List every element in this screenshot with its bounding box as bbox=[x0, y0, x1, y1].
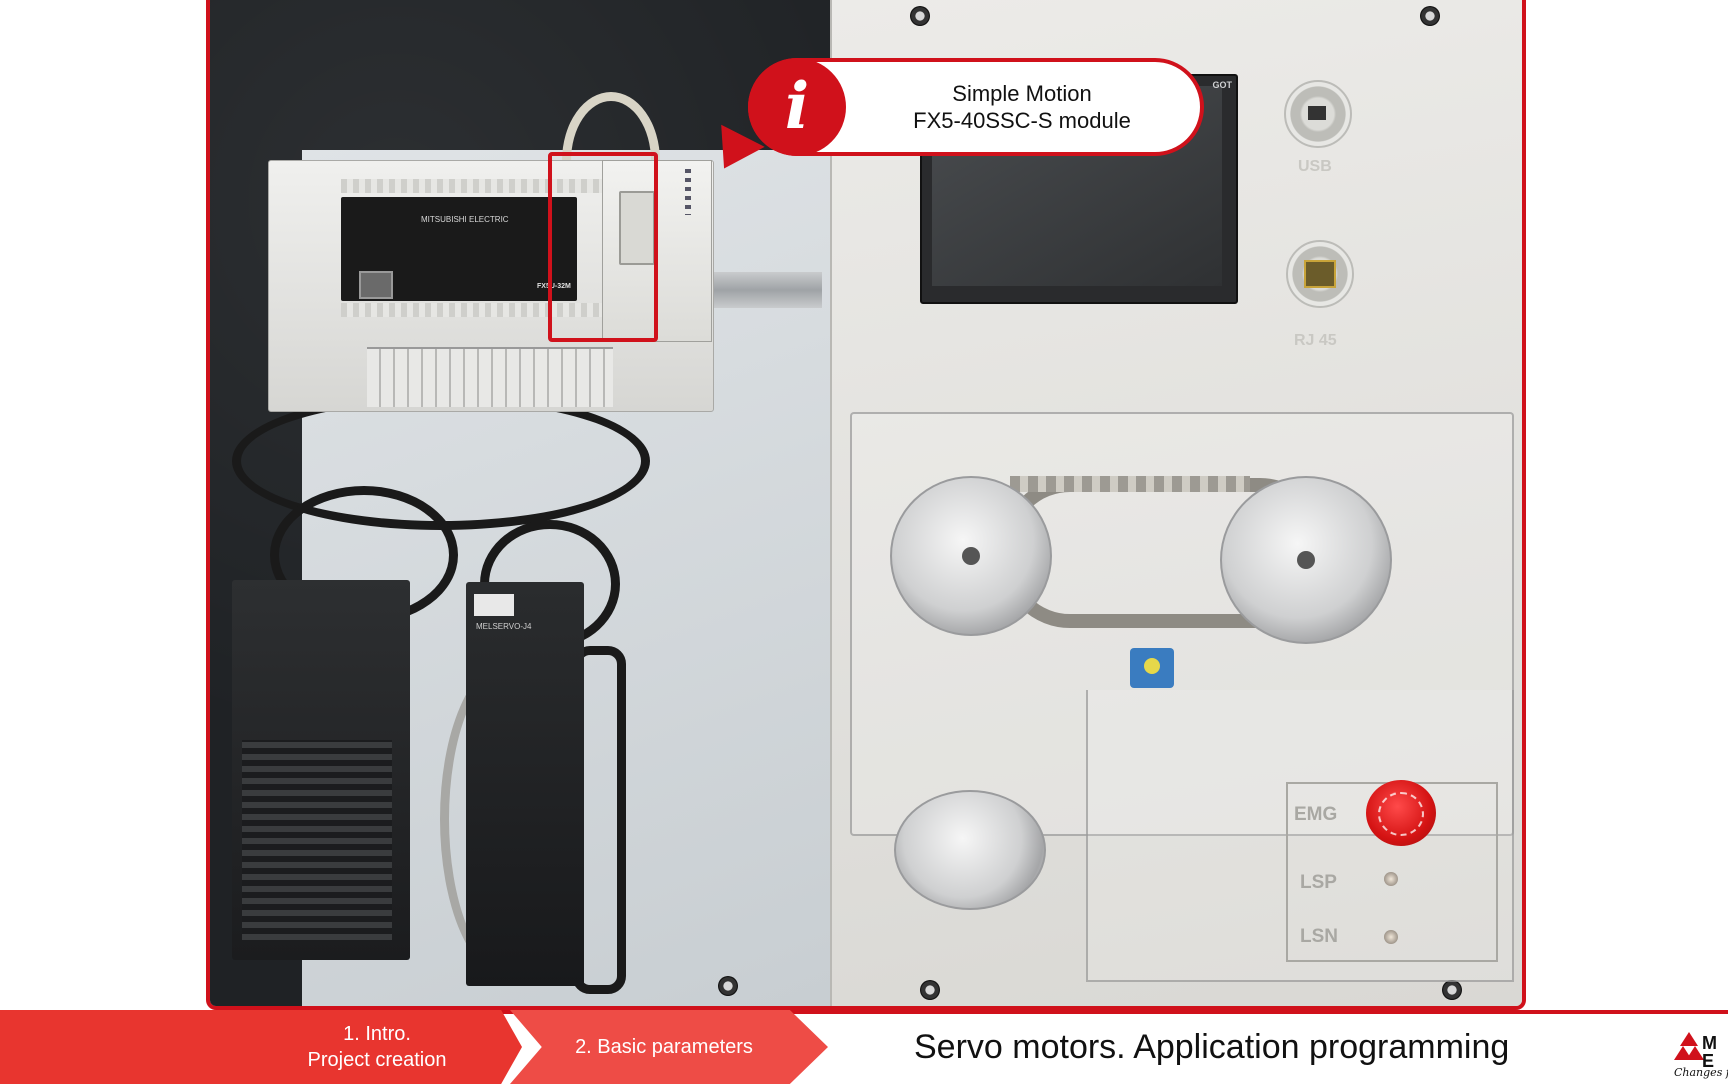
proximity-sensor bbox=[1130, 648, 1174, 688]
module-highlight-frame bbox=[548, 152, 658, 342]
info-callout: i Simple Motion FX5-40SSC-S module bbox=[748, 58, 1204, 156]
course-title: Servo motors. Application programming bbox=[914, 1028, 1510, 1066]
logo-text: M E bbox=[1702, 1034, 1717, 1070]
pulley-hub bbox=[962, 547, 980, 565]
screw bbox=[1442, 980, 1462, 1000]
hmi-brand: GOT bbox=[1212, 80, 1233, 90]
screw bbox=[910, 6, 930, 26]
mitsubishi-logo: M E Changes for the Better bbox=[1674, 1032, 1728, 1080]
bottom-navigation-bar: 1. Intro. Project creation 2. Basic para… bbox=[0, 1010, 1728, 1084]
lsn-indicator bbox=[1384, 930, 1398, 944]
logo-text-line-1: M bbox=[1702, 1033, 1717, 1053]
callout-line-1: Simple Motion bbox=[952, 81, 1092, 106]
emergency-stop-button bbox=[1366, 780, 1436, 846]
belt-teeth bbox=[1010, 476, 1250, 492]
drive-pulley bbox=[890, 476, 1052, 636]
emg-label: EMG bbox=[1294, 804, 1338, 825]
nav-step-intro-line1: 1. Intro. bbox=[343, 1023, 411, 1045]
plc-brand: MITSUBISHI ELECTRIC bbox=[421, 215, 509, 224]
plc-terminal-block bbox=[367, 347, 613, 407]
rj45-port bbox=[1286, 240, 1354, 308]
info-icon: i bbox=[748, 58, 846, 156]
callout-line-2: FX5-40SSC-S module bbox=[913, 108, 1131, 133]
usb-socket-icon bbox=[1308, 106, 1326, 120]
callout-text: Simple Motion FX5-40SSC-S module bbox=[852, 80, 1192, 134]
lsp-indicator bbox=[1384, 872, 1398, 886]
logo-diamond-icon bbox=[1686, 1046, 1704, 1060]
module-status-leds bbox=[685, 169, 691, 215]
logo-diamond-icon bbox=[1680, 1032, 1698, 1046]
servo-amplifier-right: MELSERVO-J4 bbox=[466, 582, 584, 986]
plc-output-labels bbox=[341, 303, 631, 317]
usb-label: USB bbox=[1298, 158, 1332, 175]
heat-sink-fins bbox=[242, 740, 392, 940]
pulley-hub bbox=[1297, 551, 1315, 569]
servo-amplifier-left bbox=[232, 580, 410, 960]
rj45-label: RJ 45 bbox=[1294, 332, 1337, 349]
nav-step-intro-line2: Project creation bbox=[307, 1049, 447, 1071]
nav-step-basic-parameters[interactable]: 2. Basic parameters bbox=[510, 1010, 828, 1084]
plc-front-panel: MITSUBISHI ELECTRIC FX5U-32M bbox=[341, 197, 577, 301]
driven-pulley bbox=[1220, 476, 1392, 644]
screw bbox=[920, 980, 940, 1000]
motor-disc bbox=[894, 790, 1046, 910]
logo-text-line-2: E bbox=[1702, 1051, 1715, 1071]
plc-model: FX5U-32M bbox=[537, 283, 571, 290]
nav-step-intro[interactable]: 1. Intro. Project creation bbox=[0, 1010, 522, 1084]
usb-port bbox=[1284, 80, 1352, 148]
amplifier-label: MELSERVO-J4 bbox=[476, 622, 532, 631]
screw bbox=[1420, 6, 1440, 26]
amplifier-brand-plate bbox=[474, 594, 514, 616]
estop-ring bbox=[1378, 792, 1424, 836]
screw bbox=[718, 976, 738, 996]
logo-tagline: Changes for the Better bbox=[1674, 1066, 1728, 1079]
plc-input-labels bbox=[341, 179, 631, 193]
transparent-cover-lower bbox=[1086, 690, 1514, 982]
rj45-socket-icon bbox=[1304, 260, 1336, 288]
ethernet-port bbox=[359, 271, 393, 299]
nav-step-basic-parameters-label: 2. Basic parameters bbox=[575, 1036, 753, 1058]
lsp-label: LSP bbox=[1300, 872, 1337, 893]
lsn-label: LSN bbox=[1300, 926, 1338, 947]
